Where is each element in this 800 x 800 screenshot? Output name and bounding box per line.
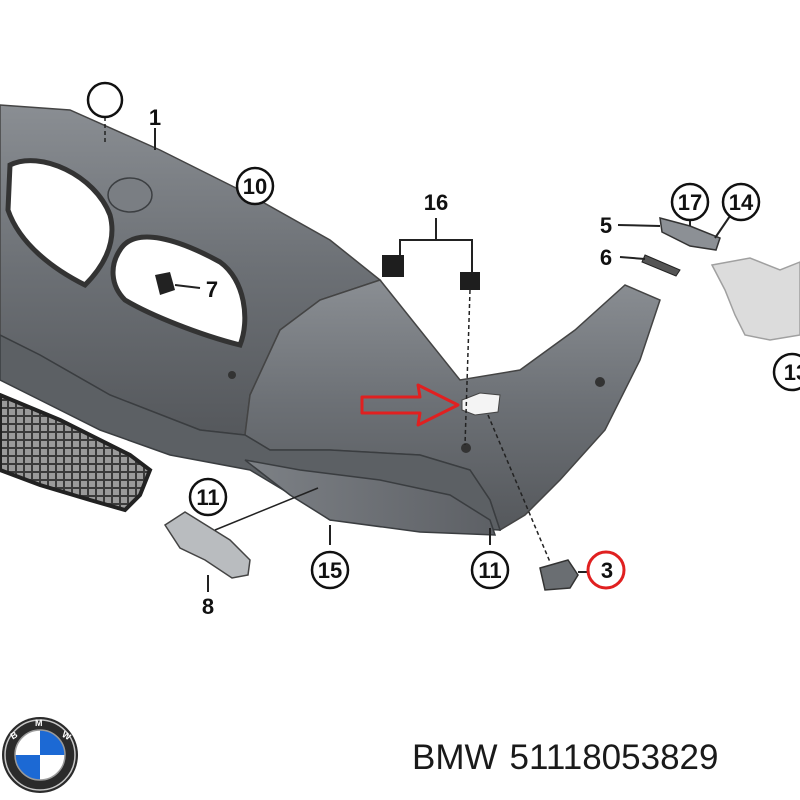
callout-5: 5 (600, 213, 612, 238)
bmw-roundel-icon: B M W (2, 717, 78, 793)
bracket-part-13 (710, 257, 800, 341)
callout-11-right: 11 (478, 558, 501, 583)
air-duct-trim (244, 459, 497, 536)
clip-part-16a (382, 255, 404, 277)
bracket-part-8 (163, 511, 251, 579)
callout-circle (188, 477, 228, 517)
callout-8: 8 (202, 594, 214, 619)
mount-hole (461, 443, 471, 453)
callout-10: 10 (243, 174, 267, 199)
svg-text:M: M (35, 718, 43, 728)
emblem-mount (107, 177, 153, 213)
bracket-16 (399, 239, 473, 272)
leader-line (464, 289, 471, 446)
callout-6: 6 (600, 245, 612, 270)
mount-hole (595, 377, 605, 387)
callout-circle-highlight (586, 550, 626, 590)
mount-hole (228, 371, 236, 379)
washer-cover-opening (461, 392, 501, 416)
part-caption: BMW 51118053829 (412, 738, 792, 778)
callout-16: 16 (424, 190, 448, 215)
callout-circle (772, 352, 800, 392)
callout-7: 7 (206, 277, 218, 302)
callout-circle (670, 182, 710, 222)
washer-cap-part-3 (539, 559, 579, 591)
callout-circle (470, 550, 510, 590)
bolt-part-6 (641, 254, 681, 277)
clip-part-7 (155, 272, 175, 295)
leader-line (487, 414, 551, 563)
part-number: 51118053829 (509, 738, 719, 777)
leader-line (214, 487, 319, 531)
callout-14: 14 (729, 190, 754, 215)
callout-11-left: 11 (196, 485, 219, 510)
callout-15: 15 (318, 558, 342, 583)
callout-circle (235, 166, 275, 206)
lower-mesh-grille (0, 392, 153, 513)
callout-circle (310, 550, 350, 590)
leader-line (174, 284, 201, 289)
callout-circle (86, 81, 124, 119)
leader-line (714, 215, 731, 239)
callout-17: 17 (678, 190, 702, 215)
svg-text:B: B (9, 729, 20, 741)
leader-line (617, 224, 661, 227)
leader-line (619, 256, 646, 260)
red-arrow-icon (360, 383, 460, 427)
kidney-grille-left (5, 158, 115, 289)
callout-3: 3 (601, 558, 613, 583)
kidney-grille-right (110, 234, 248, 348)
brand-name: BMW (412, 738, 498, 777)
clip-part-16b (460, 272, 480, 290)
callout-1: 1 (149, 105, 161, 130)
callout-13: 13 (784, 360, 800, 385)
callout-circle (721, 182, 761, 222)
